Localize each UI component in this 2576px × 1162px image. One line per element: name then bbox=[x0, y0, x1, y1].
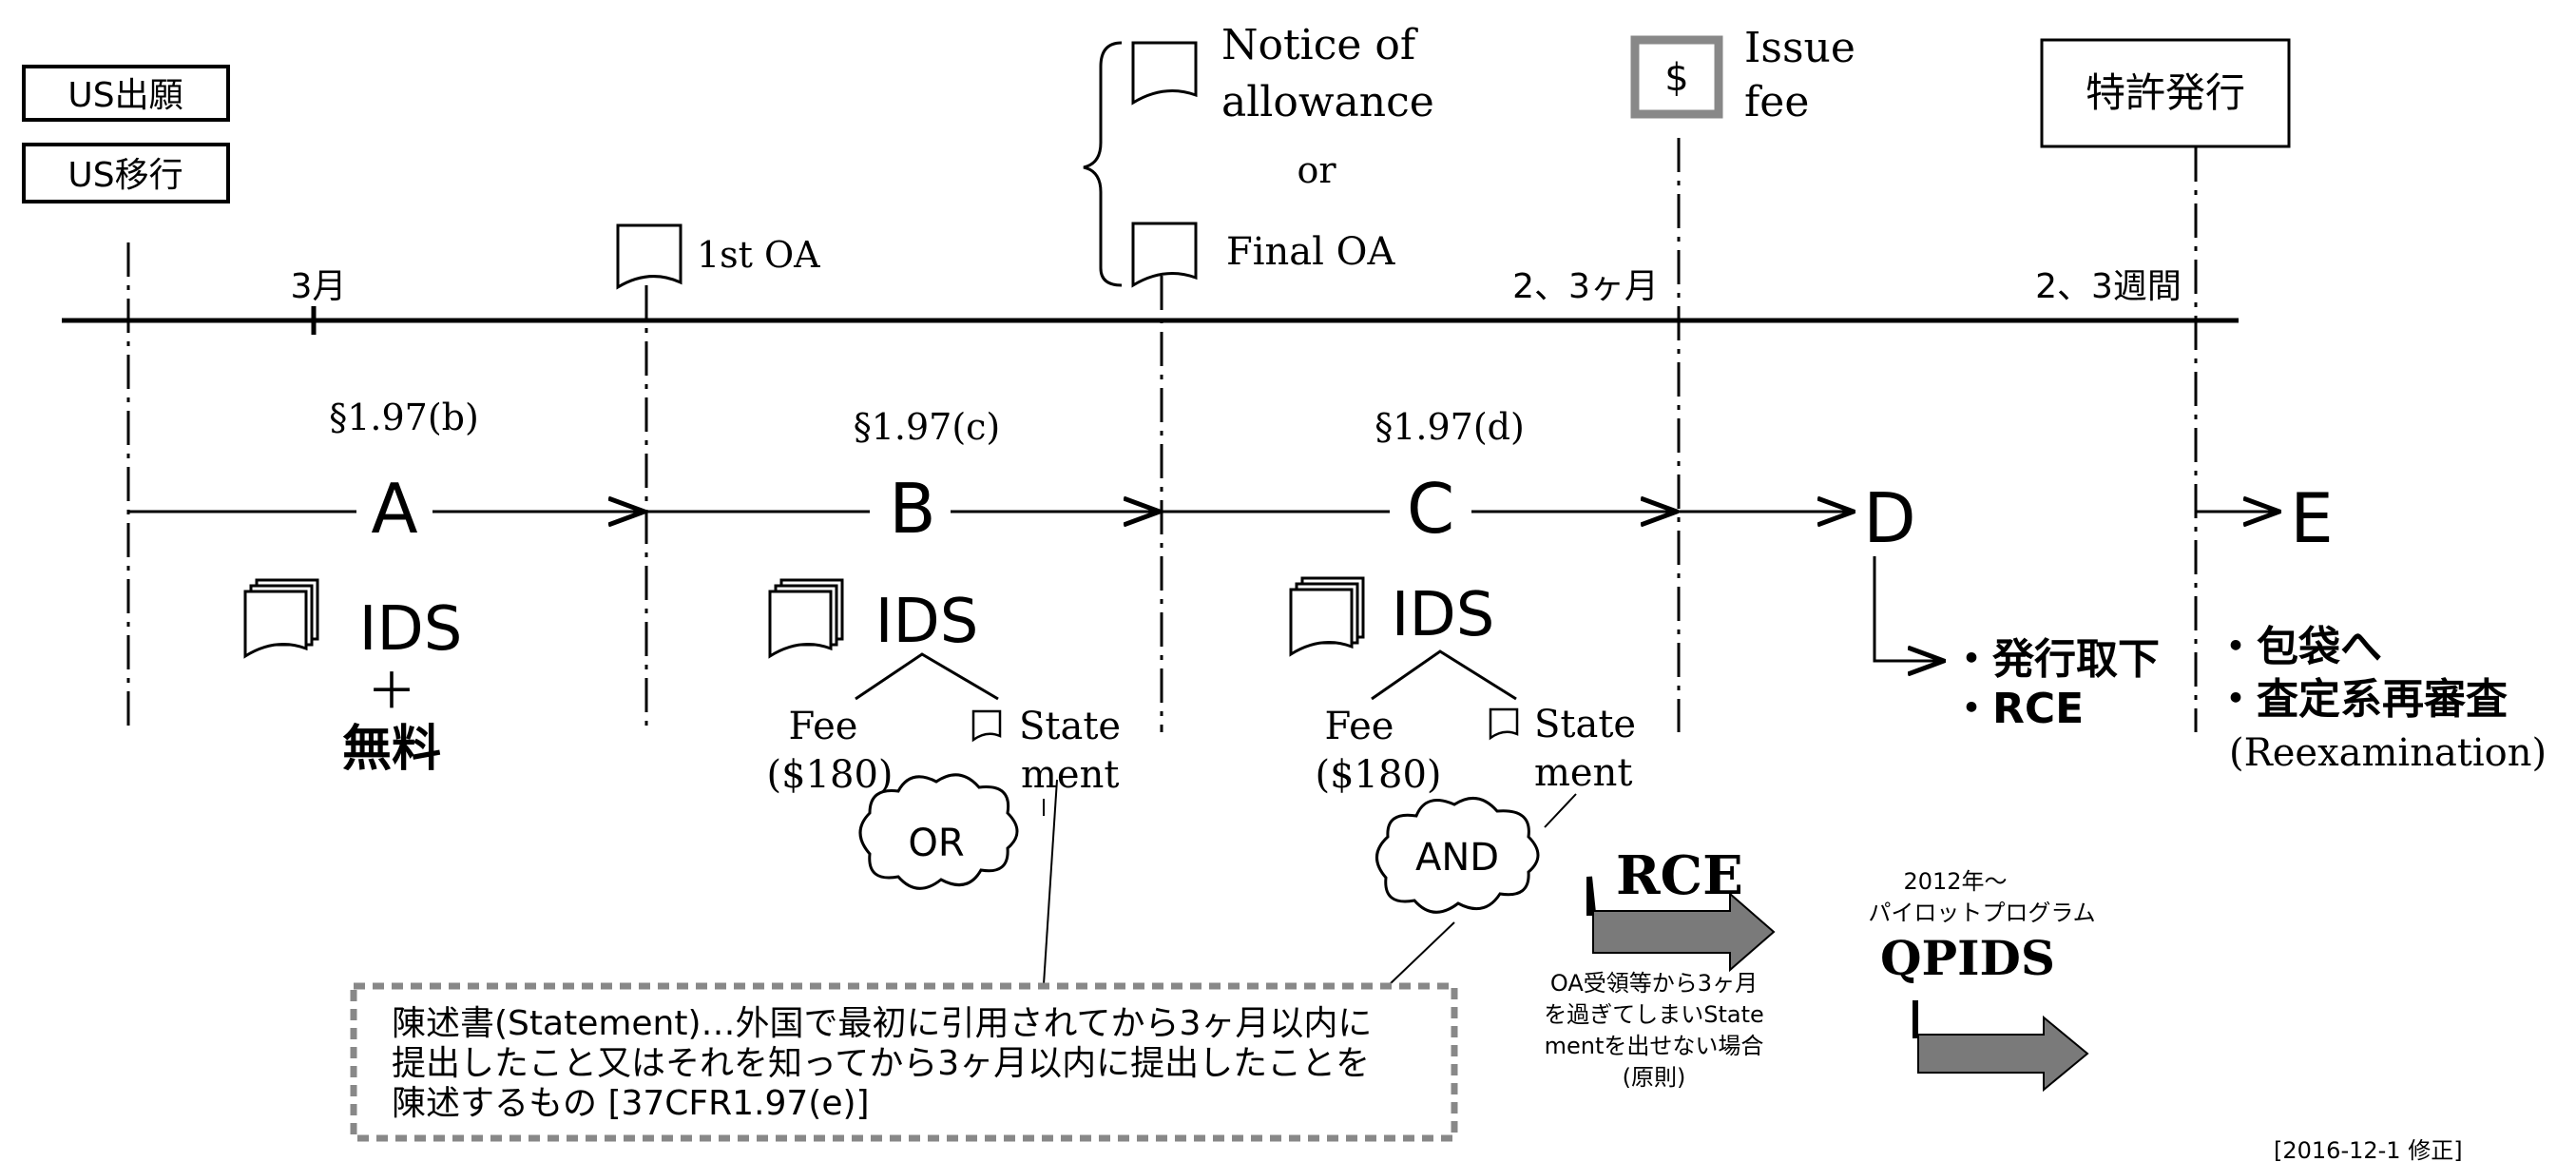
stage-letter-a: A bbox=[371, 469, 417, 549]
stage-letter-c: C bbox=[1407, 469, 1454, 549]
note-connector-b-long bbox=[1043, 779, 1058, 985]
patent-issued-label: 特許発行 bbox=[2086, 69, 2245, 116]
statement-note-line2: 提出したこと又はそれを知ってから3ヶ月以内に提出したことを bbox=[392, 1044, 1370, 1083]
plus-sign: ＋ bbox=[367, 664, 416, 721]
rce-option: ・RCE bbox=[1951, 685, 2084, 733]
qpids-program: パイロットプログラム bbox=[1868, 900, 2095, 926]
statement-label-b-line2: ment bbox=[1021, 753, 1119, 797]
issue-fee-label-line1: Issue bbox=[1744, 24, 1855, 72]
us-transition-label: US移行 bbox=[67, 156, 183, 195]
withdraw-issue-option: ・発行取下 bbox=[1951, 635, 2160, 684]
rce-block: RCE OA受領等から3ヶ月 を過ぎてしまいState mentを出せない場合 … bbox=[1544, 844, 1776, 1091]
qpids-block: 2012年～ パイロットプログラム QPIDS bbox=[1868, 868, 2096, 1093]
first-oa-label: 1st OA bbox=[697, 234, 820, 276]
rule-label-a: §1.97(b) bbox=[329, 397, 479, 438]
rce-caption-line3: mentを出せない場合 bbox=[1545, 1033, 1764, 1059]
stage-b-detail: IDS Fee ($180) State ment OR bbox=[766, 578, 1121, 890]
period-two-three-months: 2、3ヶ月 bbox=[1512, 267, 1659, 306]
branch-arrow bbox=[1873, 556, 1944, 661]
note-connector-c bbox=[1389, 921, 1455, 985]
patent-issued-box: 特許発行 bbox=[2040, 38, 2291, 148]
stage-letter-d: D bbox=[1863, 478, 1915, 558]
fee-label-b-line1: Fee bbox=[789, 705, 858, 748]
or-cloud-label: OR bbox=[908, 822, 964, 865]
and-cloud-label: AND bbox=[1415, 836, 1499, 880]
allowance-label-line2: allowance bbox=[1221, 78, 1434, 126]
rce-caption-line2: を過ぎてしまいState bbox=[1544, 1001, 1764, 1028]
first-oa-event: 1st OA bbox=[616, 223, 820, 290]
statement-label-b-line1: State bbox=[1019, 705, 1121, 748]
right-arrow-shape bbox=[1917, 1015, 2089, 1093]
ex-parte-reexam-option: ・査定系再審査 bbox=[2215, 675, 2508, 724]
dollar-icon bbox=[1630, 35, 1723, 119]
documents-stack-icon bbox=[243, 578, 319, 659]
us-filing-label: US出願 bbox=[67, 76, 183, 115]
fee-label-c-line2: ($180) bbox=[1315, 753, 1441, 797]
note-connector-c-statement bbox=[1544, 793, 1577, 828]
cloud-shape bbox=[1375, 796, 1540, 914]
ids-label-a: IDS bbox=[359, 594, 463, 665]
right-arrow-shape bbox=[1592, 891, 1776, 973]
file-wrapper-option: ・包袋へ bbox=[2215, 623, 2382, 671]
stage-e-detail: ・包袋へ ・査定系再審査 (Reexamination) bbox=[2215, 623, 2547, 775]
issue-fee-event: $ Issue fee bbox=[1630, 24, 1855, 126]
rule-label-b: §1.97(c) bbox=[854, 406, 1001, 448]
documents-stack-icon bbox=[768, 578, 844, 659]
period-three-months: 3月 bbox=[291, 267, 347, 306]
statement-label-c-line2: ment bbox=[1534, 751, 1632, 795]
or-label: or bbox=[1297, 149, 1336, 191]
rce-title: RCE bbox=[1616, 844, 1743, 907]
period-two-three-weeks: 2、3週間 bbox=[2035, 267, 2182, 306]
final-oa-label: Final OA bbox=[1226, 230, 1395, 274]
reexamination-label: (Reexamination) bbox=[2229, 731, 2547, 775]
qpids-year: 2012年～ bbox=[1903, 868, 2007, 895]
dollar-symbol: $ bbox=[1664, 56, 1688, 100]
cloud-shape bbox=[858, 773, 1019, 890]
allowance-label-line1: Notice of bbox=[1221, 21, 1418, 69]
document-icon bbox=[616, 223, 682, 290]
statement-note-box: 陳述書(Statement)…外国で最初に引用されてから3ヶ月以内に 提出したこ… bbox=[350, 982, 1458, 1142]
documents-stack-icon bbox=[1289, 576, 1365, 657]
rce-caption-line1: OA受領等から3ヶ月 bbox=[1550, 970, 1758, 997]
stage-letter-e: E bbox=[2290, 478, 2334, 558]
allowance-or-final-group: Notice of allowance or Final OA bbox=[1083, 21, 1434, 288]
rule-label-c: §1.97(d) bbox=[1375, 406, 1525, 448]
statement-note-line1: 陳述書(Statement)…外国で最初に引用されてから3ヶ月以内に bbox=[392, 1004, 1372, 1043]
revision-note: [2016-12-1 修正] bbox=[2274, 1137, 2463, 1162]
us-filing-box: US出願 bbox=[22, 65, 230, 122]
stage-d-detail: ・発行取下 ・RCE bbox=[1873, 556, 2160, 733]
stage-c-detail: IDS Fee ($180) State ment AND bbox=[1289, 576, 1636, 914]
brace-icon bbox=[1083, 41, 1123, 287]
statement-note-line3: 陳述するもの [37CFR1.97(e)] bbox=[392, 1084, 870, 1123]
document-icon bbox=[1131, 222, 1198, 288]
document-icon bbox=[1489, 707, 1519, 741]
right-arrow-icon bbox=[1586, 876, 1597, 916]
free-of-charge-label: 無料 bbox=[342, 721, 441, 778]
statement-label-c-line1: State bbox=[1534, 703, 1636, 746]
document-icon bbox=[1131, 41, 1198, 106]
fee-label-c-line1: Fee bbox=[1325, 705, 1394, 748]
qpids-title: QPIDS bbox=[1880, 930, 2055, 986]
document-icon bbox=[971, 709, 1002, 743]
ids-label-b: IDS bbox=[875, 587, 979, 657]
branch-lines bbox=[1371, 649, 1517, 701]
rce-caption-line4: (原則) bbox=[1623, 1064, 1686, 1091]
us-transition-box: US移行 bbox=[22, 143, 230, 203]
issue-fee-label-line2: fee bbox=[1744, 78, 1809, 126]
stage-a-detail: IDS ＋ 無料 bbox=[243, 578, 463, 778]
fee-label-b-line2: ($180) bbox=[766, 753, 893, 797]
branch-lines bbox=[855, 652, 999, 701]
stage-letter-b: B bbox=[889, 469, 935, 549]
ids-label-c: IDS bbox=[1392, 580, 1495, 650]
